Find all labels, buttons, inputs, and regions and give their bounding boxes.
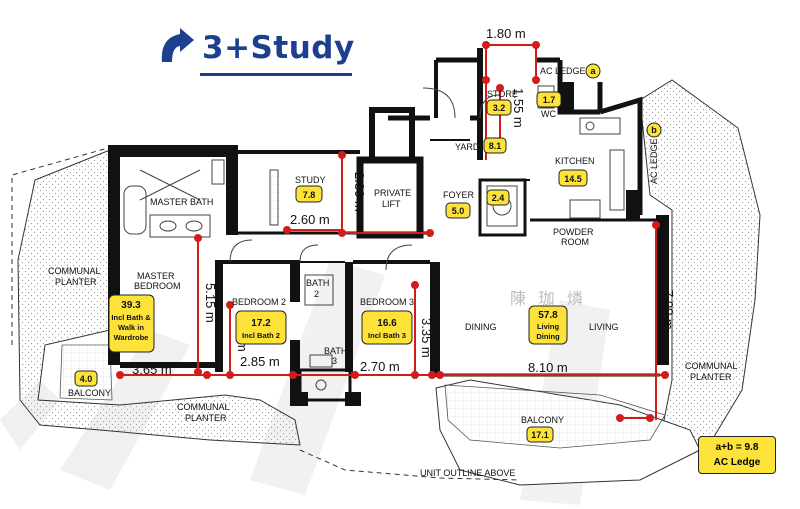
area-labels <box>74 63 662 443</box>
page-title: 3+Study <box>202 30 355 66</box>
area-master: 39.3 <box>121 300 141 311</box>
label-wc: WC <box>541 109 556 119</box>
unit-outline-above <box>11 147 521 481</box>
dim-bed3-height: 3.35 m <box>419 318 434 358</box>
ac-ledge-side-tag: b <box>651 125 657 135</box>
label-yard: YARD <box>455 142 480 152</box>
area-master-note-3: Wardrobe <box>114 333 149 342</box>
area-bedroom3-note: Incl Bath 3 <box>368 331 406 340</box>
label-foyer: FOYER <box>443 190 475 200</box>
label-planter-right-2: PLANTER <box>690 372 732 382</box>
dim-balcony-width: 3.65 m <box>132 362 172 377</box>
label-unit-outline: UNIT OUTLINE ABOVE <box>420 468 515 478</box>
area-living: 57.8 <box>538 310 558 321</box>
label-planter-bottom-1: COMMUNAL <box>177 402 230 412</box>
ac-summary-line2: AC Ledge <box>713 457 761 468</box>
label-bedroom3: BEDROOM 3 <box>360 297 414 307</box>
label-bath3-2: 3 <box>332 356 337 366</box>
dim-bed3-width: 2.70 m <box>360 359 400 374</box>
label-bath2-2: 2 <box>314 289 319 299</box>
label-balcony-main: BALCONY <box>521 415 564 425</box>
label-private-lift-2: LIFT <box>382 199 401 209</box>
dim-store-height: 1.55 m <box>511 88 526 128</box>
ac-summary-line1: a+b = 9.8 <box>715 442 759 453</box>
label-ac-ledge-side: AC LEDGE <box>649 138 659 184</box>
label-private-lift-1: PRIVATE <box>374 188 411 198</box>
dim-bed2-width: 2.85 m <box>240 354 280 369</box>
label-planter-left-1: COMMUNAL <box>48 266 101 276</box>
label-kitchen: KITCHEN <box>555 156 595 166</box>
area-store: 3.2 <box>493 103 506 113</box>
label-bath2-1: BATH <box>306 278 329 288</box>
label-store: STORE <box>487 89 518 99</box>
area-balcony-left: 4.0 <box>80 374 93 384</box>
dim-study-height: 2.80 m <box>352 172 367 212</box>
watermark-text: 陳 珈 燐 <box>510 290 587 308</box>
fixtures <box>123 85 625 391</box>
left-planter <box>17 149 301 446</box>
area-kitchen: 14.5 <box>564 174 582 184</box>
label-bath3-1: BATH <box>324 346 347 356</box>
dim-living-height: 7.00 m <box>661 290 676 330</box>
area-living-note-2: Dining <box>536 332 560 341</box>
label-balcony-left: BALCONY <box>68 388 111 398</box>
label-master-bedroom-1: MASTER <box>137 271 175 281</box>
ac-ledge-top-tag: a <box>590 66 596 76</box>
label-planter-right-1: COMMUNAL <box>685 361 738 371</box>
label-living: LIVING <box>589 322 619 332</box>
area-bedroom2: 17.2 <box>251 318 271 329</box>
dim-living-width: 8.10 m <box>528 360 568 375</box>
ac-ledge-summary-box: a+b = 9.8 AC Ledge <box>698 436 776 474</box>
right-planter <box>639 79 761 451</box>
dim-top: 1.80 m <box>486 26 526 41</box>
label-study: STUDY <box>295 175 326 185</box>
area-living-note-1: Living <box>537 322 560 331</box>
label-bedroom2: BEDROOM 2 <box>232 297 286 307</box>
area-foyer: 5.0 <box>452 206 465 216</box>
area-bedroom2-note: Incl Bath 2 <box>242 331 280 340</box>
label-planter-left-2: PLANTER <box>55 277 97 287</box>
dimension-nodes <box>116 41 669 422</box>
area-yard: 8.1 <box>489 141 502 151</box>
area-wc: 1.7 <box>543 95 556 105</box>
area-balcony-main: 17.1 <box>531 430 549 440</box>
area-study: 7.8 <box>303 190 316 200</box>
label-planter-bottom-2: PLANTER <box>185 413 227 423</box>
balcony-main-area <box>444 384 666 449</box>
area-bedroom3: 16.6 <box>377 318 397 329</box>
dim-study-width: 2.60 m <box>290 212 330 227</box>
label-powder-1: POWDER <box>553 227 594 237</box>
label-ac-ledge-top: AC LEDGE <box>540 66 586 76</box>
label-master-bedroom-2: BEDROOM <box>134 281 181 291</box>
area-master-note-2: Walk in <box>118 323 144 332</box>
title-underline <box>200 73 352 76</box>
label-dining: DINING <box>465 322 497 332</box>
curved-arrow-icon <box>161 28 194 62</box>
dim-master-height: 5.15 m <box>203 283 218 323</box>
area-master-note-1: Incl Bath & <box>111 313 151 322</box>
label-master-bath: MASTER BATH <box>150 197 213 207</box>
area-utility: 2.4 <box>492 193 505 203</box>
label-powder-2: ROOM <box>561 237 589 247</box>
